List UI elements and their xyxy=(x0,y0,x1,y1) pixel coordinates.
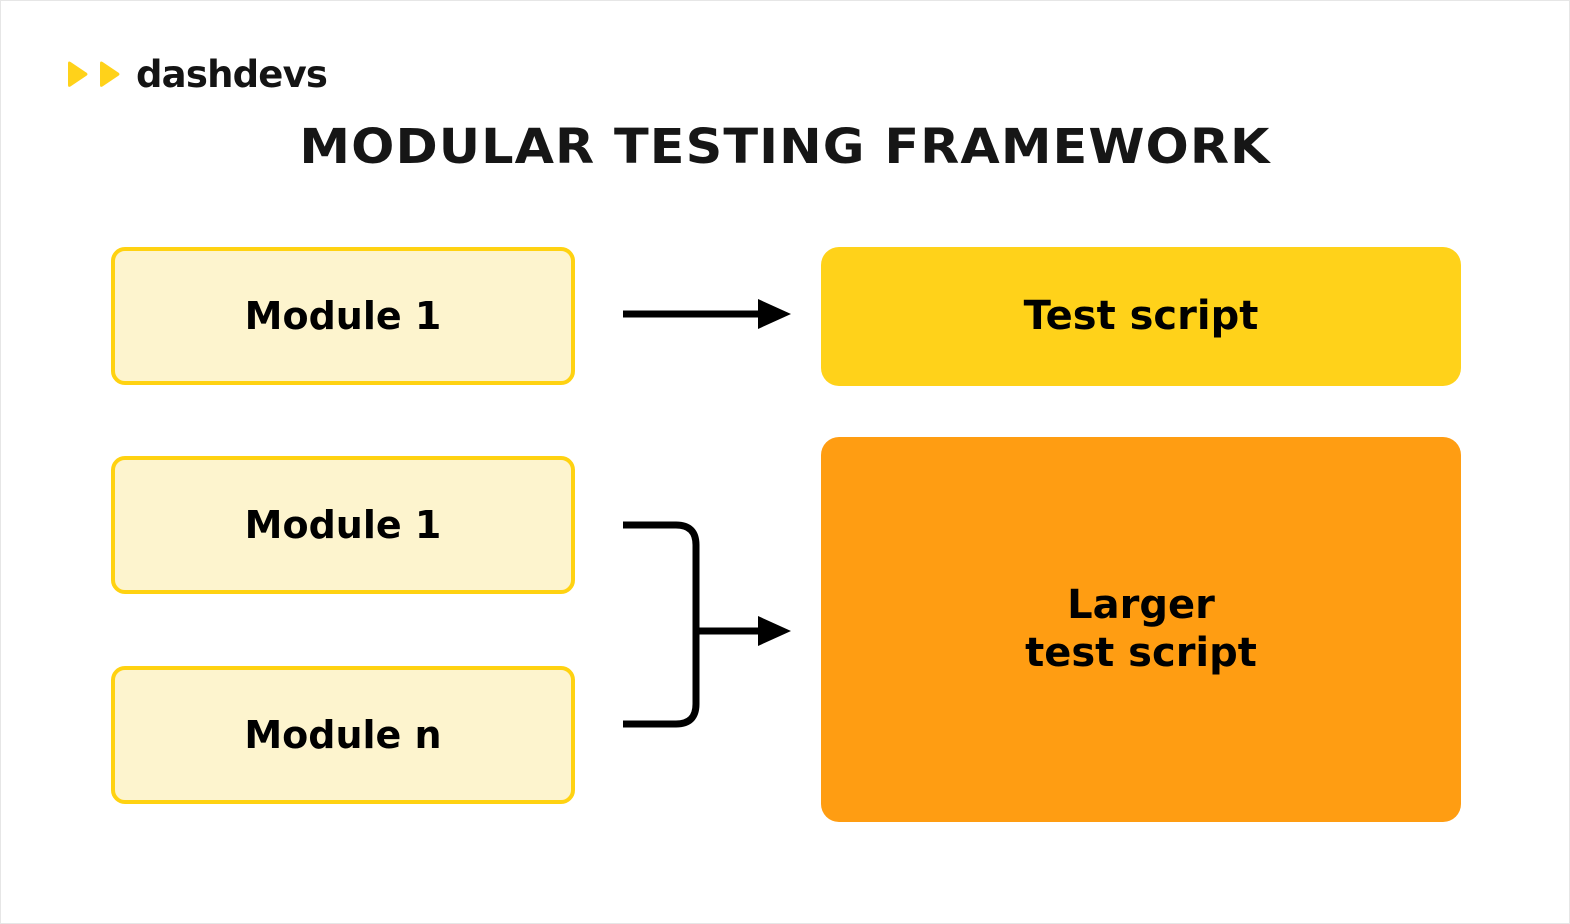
arrow-module1-to-test-script xyxy=(623,299,791,329)
brand-logo: dashdevs xyxy=(64,53,328,96)
larger-test-script-line-2: test script xyxy=(1025,629,1257,676)
double-play-triangle-icon xyxy=(64,60,122,90)
larger-test-script-box[interactable]: Larger test script xyxy=(821,437,1461,822)
arrow-modules-to-larger-test-script xyxy=(623,521,791,728)
test-script-box[interactable]: Test script xyxy=(821,247,1461,386)
larger-test-script-line-1: Larger xyxy=(1067,582,1215,629)
module-box-1[interactable]: Module 1 xyxy=(111,247,575,385)
page-title: MODULAR TESTING FRAMEWORK xyxy=(299,119,1271,175)
module-box-2[interactable]: Module 1 xyxy=(111,456,575,594)
module-box-n[interactable]: Module n xyxy=(111,666,575,804)
larger-test-script-label: Larger test script xyxy=(1025,582,1257,676)
brand-name: dashdevs xyxy=(136,53,328,96)
